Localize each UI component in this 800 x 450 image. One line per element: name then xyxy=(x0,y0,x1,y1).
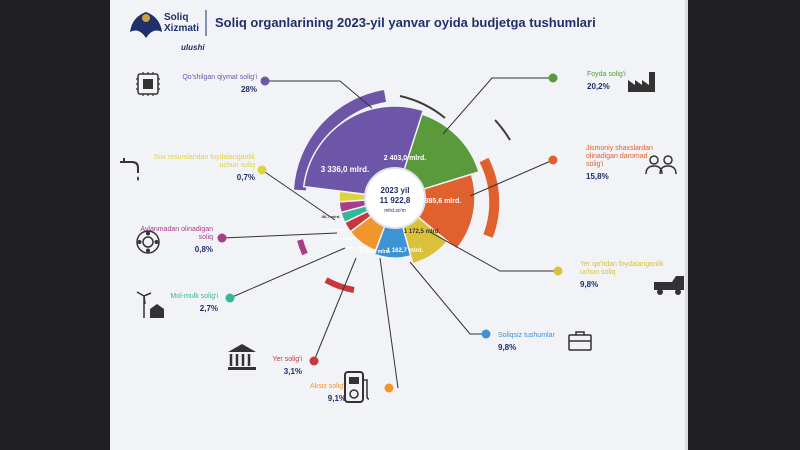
center-year: 2023 yil xyxy=(381,186,410,195)
callout-dot-5 xyxy=(309,356,319,366)
leader-line-1 xyxy=(469,159,554,197)
fuel-pump-icon xyxy=(344,371,370,403)
decor-arc-1 xyxy=(399,95,446,119)
callout-name-8: Suv resurslaridan foydalanganlik xyxy=(154,154,256,161)
callout-share-7: 0,8% xyxy=(195,245,213,254)
callout-share-5: 3,1% xyxy=(284,367,302,376)
leader-line-0 xyxy=(442,77,553,135)
logo-text-line1: Soliq xyxy=(164,12,188,23)
callout-share-3: 9,8% xyxy=(498,343,516,352)
house-wind-icon xyxy=(136,291,164,318)
callout-name-1: olinadigan daromad xyxy=(586,153,648,160)
leader-line-8 xyxy=(261,169,336,221)
chip-icon xyxy=(136,72,160,96)
callout-dot-7 xyxy=(217,233,227,243)
leader-line-9 xyxy=(265,80,373,109)
leader-line-7 xyxy=(221,232,338,239)
right-background xyxy=(688,0,800,450)
decor-arc-2 xyxy=(494,119,511,141)
callout-dot-3 xyxy=(481,329,491,339)
bank-building-icon xyxy=(228,344,256,370)
mining-truck-icon xyxy=(654,276,684,295)
leader-line-4 xyxy=(379,257,399,389)
bearing-icon xyxy=(136,230,160,254)
callout-name-4: Aksiz solig'i xyxy=(310,383,346,390)
eagle-emblem-icon xyxy=(130,12,162,38)
slice-value-label-9: 3 336,0 mlrd. xyxy=(321,165,369,174)
callout-dot-9 xyxy=(260,76,270,86)
callout-share-6: 2,7% xyxy=(200,304,218,313)
callout-name-1: Jismoniy shaxslardan xyxy=(586,145,653,152)
decor-ring-orange xyxy=(479,157,500,238)
slice-value-label-7: 101,2 mlrd. xyxy=(327,227,348,232)
callout-share-4: 9,1% xyxy=(328,394,346,403)
left-background xyxy=(0,0,110,450)
callout-dot-2 xyxy=(553,266,563,276)
logo-text-line2: Xizmati xyxy=(164,23,199,34)
center-total: 11 922,8 xyxy=(380,196,411,205)
decor-ring-magenta xyxy=(297,239,308,256)
callout-dot-8 xyxy=(257,165,267,175)
soliq-xizmati-logo: Soliq Xizmati xyxy=(130,12,199,38)
leader-line-3 xyxy=(409,261,486,335)
slice-value-label-1: 1 885,6 mlrd. xyxy=(419,198,461,205)
slice-value-label-5: 370,7 mlrd. xyxy=(347,245,368,250)
callout-share-8: 0,7% xyxy=(237,173,255,182)
slice-value-label-2: 1 172,5 mlrd. xyxy=(404,229,441,235)
callout-name-2: Yer qa'ridan foydalanganlik xyxy=(580,261,664,268)
callout-share-0: 20,2% xyxy=(587,82,610,91)
factory-icon xyxy=(628,72,655,92)
slice-value-label-4: 1 085,3 mlrd. xyxy=(360,249,391,255)
callout-name-7: Aylanmadan olinadigan xyxy=(140,226,213,233)
slice-value-label-6: 318,0 mlrd. xyxy=(332,236,353,241)
slice-value-label-3: 1 162,7 mlrd. xyxy=(387,248,424,254)
decor-ring-purple xyxy=(294,90,387,191)
callout-name-9: Qo'shilgan qiymat solig'i xyxy=(182,74,257,81)
callout-name-8: uchun soliq xyxy=(220,162,256,169)
briefcase-icon xyxy=(568,331,592,351)
slice-value-label-8: 86,7 mlrd. xyxy=(322,214,341,219)
center-unit: mlrd.so'm xyxy=(384,208,406,214)
callout-dot-1 xyxy=(548,155,558,165)
callout-dot-6 xyxy=(225,293,235,303)
callout-share-2: 9,8% xyxy=(580,280,598,289)
callout-name-3: Soliqsiz tushumlar xyxy=(498,332,555,339)
card-edge xyxy=(685,0,688,450)
leader-line-5 xyxy=(313,257,357,362)
slice-callouts: Foyda solig'i 20,2% Jismoniy shaxslardanol… xyxy=(140,71,664,403)
callout-name-6: Mol-mulk solig'i xyxy=(170,293,218,300)
callout-name-7: soliq xyxy=(199,234,214,241)
callout-name-2: uchun soliq xyxy=(580,269,616,276)
slice-value-label-0: 2 403,0 mlrd. xyxy=(384,155,426,162)
leader-line-2 xyxy=(429,231,558,272)
callout-dot-0 xyxy=(548,73,558,83)
callout-name-1: solig'i xyxy=(586,161,604,168)
center-circle xyxy=(364,167,426,229)
callout-share-9: 28% xyxy=(241,85,257,94)
water-tap-icon xyxy=(120,158,139,181)
callout-name-0: Foyda solig'i xyxy=(587,71,626,78)
callout-share-1: 15,8% xyxy=(586,172,609,181)
callout-dot-4 xyxy=(384,383,394,393)
slice-value-labels: 2 403,0 mlrd. 1 885,6 mlrd. 1 172,5 mlrd. 1… xyxy=(321,155,462,255)
people-icon xyxy=(645,155,677,175)
leader-line-6 xyxy=(229,247,346,299)
page-subtitle: ulushi xyxy=(181,43,205,52)
decor-ring-red xyxy=(324,277,355,293)
page-title: Soliq organlarining 2023-yil yanvar oyid… xyxy=(215,15,596,30)
callout-name-5: Yer solig'i xyxy=(273,356,303,363)
